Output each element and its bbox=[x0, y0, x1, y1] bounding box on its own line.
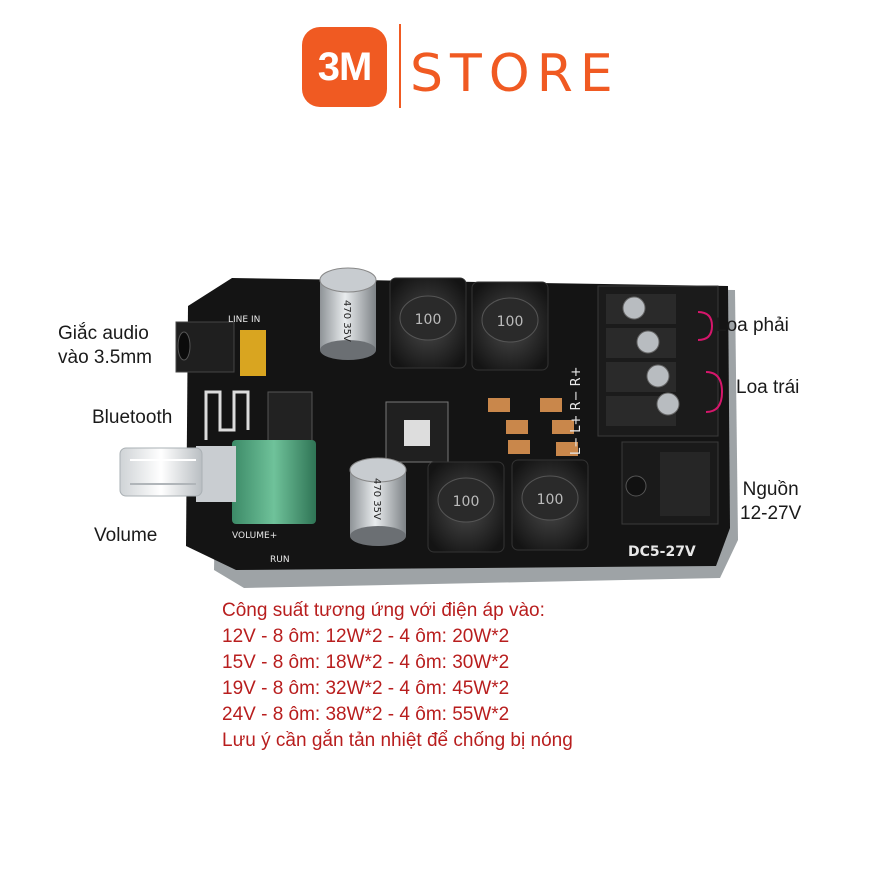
left-speaker-bracket bbox=[705, 371, 724, 413]
inductor-icon: 100 bbox=[471, 281, 549, 371]
svg-text:100: 100 bbox=[415, 312, 442, 328]
left-speaker-label: Loa trái bbox=[736, 377, 800, 398]
audio-jack-icon bbox=[175, 321, 266, 376]
specs-heading: Công suất tương ứng với điện áp vào: bbox=[222, 600, 545, 621]
right-speaker-label: Loa phải bbox=[716, 315, 789, 336]
bluetooth-antenna-icon bbox=[204, 390, 250, 440]
store-logo-mark: 3M bbox=[302, 27, 387, 107]
right-speaker-bracket bbox=[697, 311, 714, 341]
audio-jack-label-line-2: vào 3.5mm bbox=[58, 347, 152, 368]
capacitor-icon: 470 35V bbox=[319, 267, 377, 360]
speaker-terminal-block bbox=[597, 285, 719, 437]
specs-row: 24V - 8 ôm: 38W*2 - 4 ôm: 55W*2 bbox=[222, 704, 510, 725]
power-label-line-1: Nguồn bbox=[742, 479, 799, 500]
terminal-silk: L− L+ R− R+ bbox=[569, 366, 584, 455]
capacitor-icon: 470 35V bbox=[349, 457, 407, 546]
logo-divider bbox=[399, 24, 401, 108]
power-label-line-2: 12-27V bbox=[740, 503, 802, 524]
inductor-icon: 100 bbox=[427, 461, 505, 553]
inductor-icon: 100 bbox=[389, 277, 467, 369]
inductor-icon: 100 bbox=[511, 459, 589, 551]
specs-block: Công suất tương ứng với điện áp vào: 12V… bbox=[222, 598, 573, 754]
power-label: Nguồn 12-27V bbox=[740, 478, 801, 526]
svg-text:470 35V: 470 35V bbox=[341, 300, 352, 342]
dc-rating-silk: DC5-27V bbox=[628, 544, 696, 560]
svg-text:470 35V: 470 35V bbox=[371, 478, 382, 520]
run-silk: RUN bbox=[270, 555, 290, 565]
volume-silk: VOLUME+ bbox=[232, 531, 277, 541]
audio-jack-label-line-1: Giắc audio bbox=[58, 323, 149, 344]
bluetooth-label: Bluetooth bbox=[92, 407, 173, 428]
volume-label: Volume bbox=[94, 525, 158, 546]
svg-text:100: 100 bbox=[537, 492, 564, 508]
specs-row: 15V - 8 ôm: 18W*2 - 4 ôm: 30W*2 bbox=[222, 652, 510, 673]
power-jack-icon bbox=[621, 441, 719, 525]
store-logo-word: STORE bbox=[410, 44, 620, 104]
specs-note: Lưu ý cần gắn tản nhiệt để chống bị nóng bbox=[222, 730, 573, 751]
specs-row: 12V - 8 ôm: 12W*2 - 4 ôm: 20W*2 bbox=[222, 626, 510, 647]
svg-text:100: 100 bbox=[497, 314, 524, 330]
line-in-silk: LINE IN bbox=[228, 315, 260, 325]
volume-knob-icon bbox=[119, 440, 316, 524]
ic-chip bbox=[267, 391, 313, 449]
audio-jack-label: Giắc audio vào 3.5mm bbox=[58, 322, 152, 370]
specs-row: 19V - 8 ôm: 32W*2 - 4 ôm: 45W*2 bbox=[222, 678, 510, 699]
svg-text:100: 100 bbox=[453, 494, 480, 510]
